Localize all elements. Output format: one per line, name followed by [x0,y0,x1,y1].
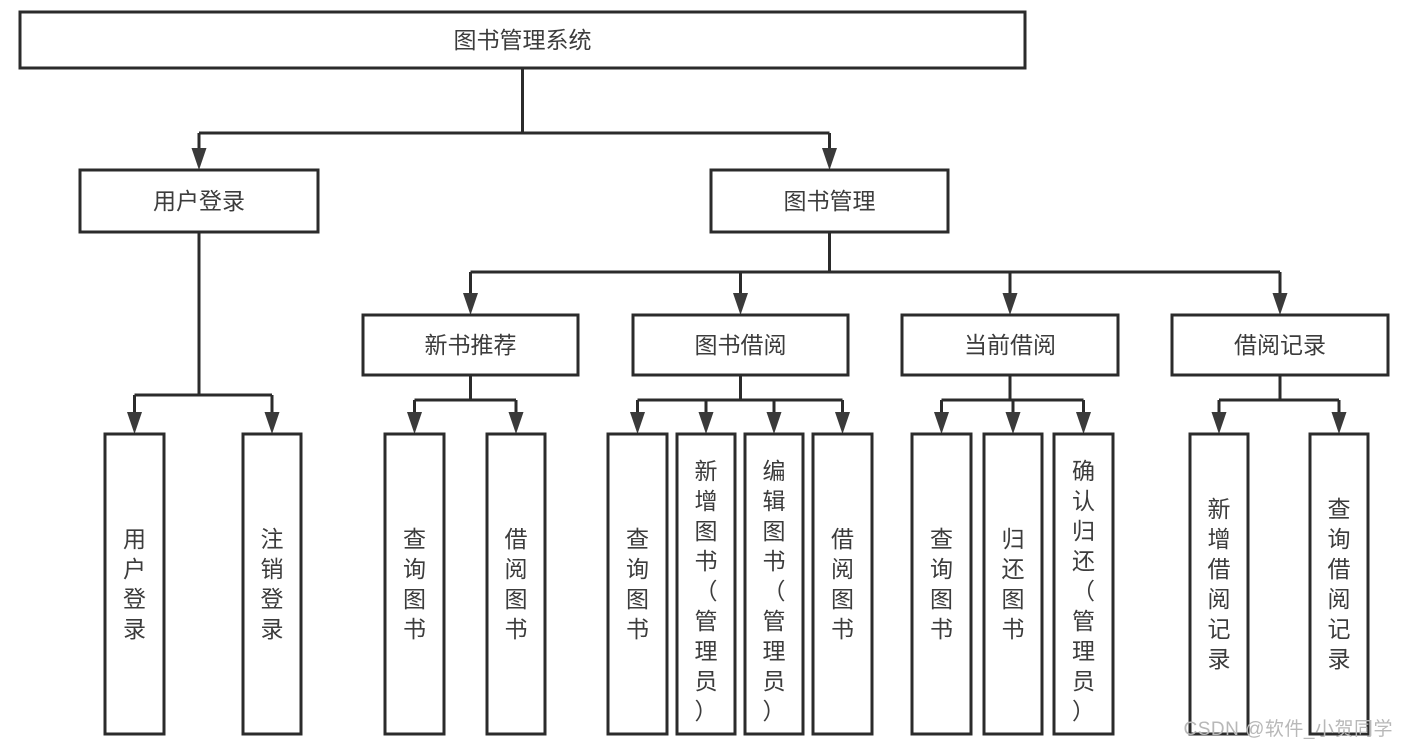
arrow-head-icon [934,412,949,434]
node-leaf-add-book[interactable]: 新增图书（管理员） [675,432,737,736]
node-user-login[interactable]: 用户登录 [78,168,320,234]
node-leaf-return-book[interactable]: 归还图书 [982,432,1044,736]
arrow-head-icon [822,148,837,170]
node-leaf-user-login-label: 用户登录 [123,526,146,642]
arrow-head-icon [835,412,850,434]
node-book-borrow[interactable]: 图书借阅 [631,313,850,377]
arrow-head-icon [407,412,422,434]
node-user-login-label: 用户登录 [153,188,245,214]
node-book-manage-box[interactable] [709,168,950,234]
node-leaf-query-record[interactable]: 查询借阅记录 [1308,432,1370,736]
node-leaf-user-login[interactable]: 用户登录 [103,432,166,736]
node-new-book-rec[interactable]: 新书推荐 [361,313,580,377]
node-book-borrow-label: 图书借阅 [695,332,787,358]
node-leaf-add-book-label: 新增图书（管理员） [695,458,718,724]
arrow-head-icon [1076,412,1091,434]
node-new-book-rec-box[interactable] [361,313,580,377]
arrow-head-icon [463,293,478,315]
arrow-head-icon [1331,412,1347,434]
arrow-head-icon [1211,412,1227,434]
arrow-head-icon [733,293,748,315]
node-borrow-record-label: 借阅记录 [1234,332,1326,358]
node-root-label: 图书管理系统 [454,27,592,53]
arrow-head-icon [264,412,280,434]
node-leaf-query-book-cur[interactable]: 查询图书 [910,432,973,736]
node-leaf-return-book-label: 归还图书 [1002,526,1025,642]
node-borrow-record[interactable]: 借阅记录 [1170,313,1390,377]
node-leaf-logout-box[interactable] [241,432,303,736]
node-leaf-add-record-box[interactable] [1188,432,1250,736]
node-leaf-query-book-rec-label: 查询图书 [403,526,426,642]
node-borrow-record-box[interactable] [1170,313,1390,377]
node-leaf-query-book-bor-label: 查询图书 [626,526,649,642]
node-leaf-logout-label: 注销登录 [261,526,284,642]
node-root-box[interactable] [18,10,1027,70]
node-current-borrow-label: 当前借阅 [964,332,1056,358]
arrow-head-icon [508,412,524,434]
node-new-book-rec-label: 新书推荐 [425,332,517,358]
node-leaf-query-book-cur-box[interactable] [910,432,973,736]
node-leaf-query-book-bor-box[interactable] [606,432,669,736]
node-leaf-return-book-box[interactable] [982,432,1044,736]
arrow-head-icon [630,412,645,434]
arrow-head-icon [1002,293,1018,315]
node-leaf-query-book-cur-label: 查询图书 [930,526,953,642]
node-root[interactable]: 图书管理系统 [18,10,1027,70]
arrow-head-icon [127,412,142,434]
node-leaf-edit-book-label: 编辑图书（管理员） [763,458,786,724]
node-leaf-add-record[interactable]: 新增借阅记录 [1188,432,1250,736]
node-user-login-box[interactable] [78,168,320,234]
node-leaf-confirm-return-label: 确认归还（管理员） [1072,458,1095,724]
node-leaf-borrow-book[interactable]: 借阅图书 [811,432,874,736]
arrow-head-icon [191,148,207,170]
arrow-head-icon [1272,293,1288,315]
node-leaf-query-record-label: 查询借阅记录 [1328,496,1351,672]
node-leaf-borrow-book-rec-box[interactable] [485,432,547,736]
node-leaf-query-book-rec-box[interactable] [383,432,446,736]
node-leaf-borrow-book-label: 借阅图书 [831,526,854,642]
node-layer: 图书管理系统用户登录图书管理新书推荐图书借阅当前借阅借阅记录用户登录注销登录查询… [18,10,1390,736]
arrow-head-icon [698,412,714,434]
node-leaf-add-book-box[interactable] [675,432,737,736]
node-leaf-borrow-book-box[interactable] [811,432,874,736]
node-leaf-query-record-box[interactable] [1308,432,1370,736]
node-current-borrow[interactable]: 当前借阅 [900,313,1120,377]
node-current-borrow-box[interactable] [900,313,1120,377]
node-leaf-query-book-bor[interactable]: 查询图书 [606,432,669,736]
node-leaf-add-record-label: 新增借阅记录 [1208,496,1231,672]
node-leaf-user-login-box[interactable] [103,432,166,736]
node-book-manage-label: 图书管理 [784,188,876,214]
node-leaf-query-book-rec[interactable]: 查询图书 [383,432,446,736]
node-leaf-borrow-book-rec-label: 借阅图书 [505,526,528,642]
connector-layer [127,68,1347,434]
node-leaf-confirm-return[interactable]: 确认归还（管理员） [1052,432,1115,736]
node-leaf-confirm-return-box[interactable] [1052,432,1115,736]
node-leaf-logout[interactable]: 注销登录 [241,432,303,736]
node-leaf-edit-book-box[interactable] [743,432,805,736]
node-leaf-borrow-book-rec[interactable]: 借阅图书 [485,432,547,736]
node-book-borrow-box[interactable] [631,313,850,377]
node-leaf-edit-book[interactable]: 编辑图书（管理员） [743,432,805,736]
node-book-manage[interactable]: 图书管理 [709,168,950,234]
arrow-head-icon [1005,412,1021,434]
arrow-head-icon [766,412,782,434]
